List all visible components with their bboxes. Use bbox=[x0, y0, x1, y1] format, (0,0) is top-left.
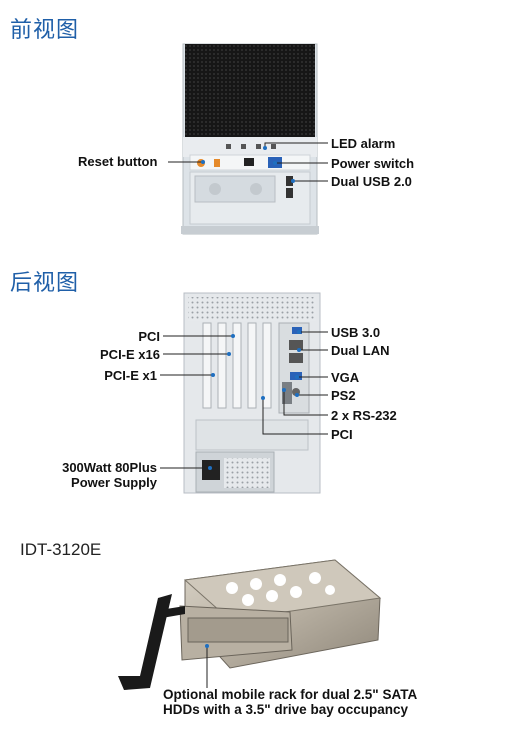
rack-callout bbox=[205, 644, 209, 688]
label-pci-top: PCI bbox=[138, 329, 160, 344]
label-led-alarm: LED alarm bbox=[331, 136, 396, 151]
label-pcie-x16: PCI-E x16 bbox=[100, 347, 160, 362]
rear-chassis bbox=[183, 292, 321, 494]
label-dual-lan: Dual LAN bbox=[331, 343, 390, 358]
rear-view-heading: 后视图 bbox=[10, 271, 80, 296]
label-ps2: PS2 bbox=[331, 388, 356, 403]
rack-caption-line2: HDDs with a 3.5" drive bay occupancy bbox=[163, 702, 408, 717]
label-vga: VGA bbox=[331, 370, 360, 385]
front-view-heading: 前视图 bbox=[10, 18, 80, 43]
label-power-switch: Power switch bbox=[331, 156, 415, 171]
label-pcie-x1: PCI-E x1 bbox=[104, 368, 157, 383]
label-rs232: 2 x RS-232 bbox=[331, 408, 397, 423]
label-dual-usb: Dual USB 2.0 bbox=[331, 174, 412, 189]
rear-callout-lines bbox=[160, 331, 328, 469]
rack-caption-line1: Optional mobile rack for dual 2.5" SATA bbox=[163, 687, 418, 702]
mobile-rack bbox=[118, 559, 382, 690]
rear-callout-dots bbox=[208, 330, 301, 470]
label-psu-line2: Power Supply bbox=[71, 475, 157, 490]
label-psu-line1: 300Watt 80Plus bbox=[62, 460, 157, 475]
label-reset-button: Reset button bbox=[78, 154, 158, 169]
front-callout-dots bbox=[201, 146, 295, 183]
front-chassis bbox=[181, 43, 319, 235]
label-pci-bottom: PCI bbox=[331, 427, 353, 442]
label-usb3: USB 3.0 bbox=[331, 325, 381, 340]
model-name: IDT-3120E bbox=[20, 540, 102, 559]
